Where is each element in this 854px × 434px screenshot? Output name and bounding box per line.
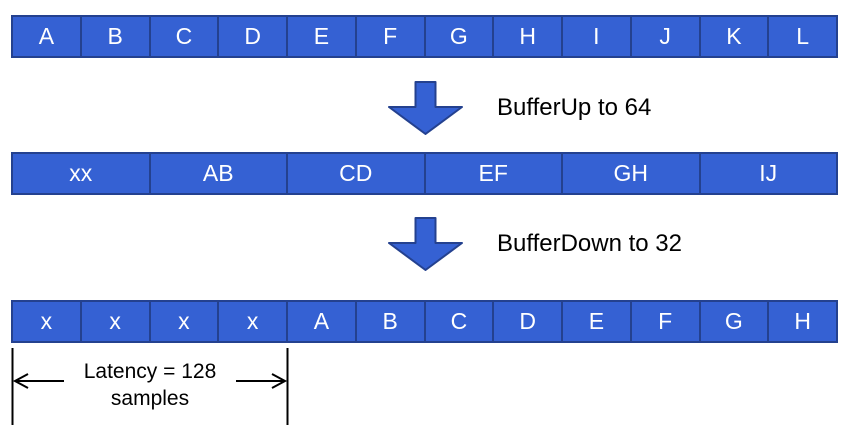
buffer-cell: CD bbox=[288, 152, 426, 195]
buffer-cell: x bbox=[81, 300, 151, 343]
buffer-row-input: A B C D E F G H I J K L bbox=[11, 15, 838, 58]
buffer-row-down32: x x x x A B C D E F G H bbox=[11, 300, 838, 343]
buffer-cell: D bbox=[494, 300, 563, 343]
buffer-cell: L bbox=[769, 15, 838, 58]
down-arrow-icon bbox=[388, 81, 463, 135]
buffer-cell: K bbox=[700, 15, 770, 58]
buffer-cell: xx bbox=[11, 152, 151, 195]
buffer-cell: A bbox=[288, 300, 357, 343]
latency-measure-lines bbox=[11, 348, 289, 425]
buffer-cell: H bbox=[769, 300, 838, 343]
buffer-cell: D bbox=[219, 15, 288, 58]
bufferup-label: BufferUp to 64 bbox=[497, 94, 652, 121]
buffer-cell: x bbox=[150, 300, 220, 343]
buffer-cell: F bbox=[356, 15, 426, 58]
buffer-cell: G bbox=[425, 15, 495, 58]
down-arrow-icon bbox=[388, 217, 463, 271]
buffer-cell: E bbox=[288, 15, 357, 58]
latency-label-line1: Latency = 128 bbox=[83, 360, 217, 383]
buffer-cell: AB bbox=[150, 152, 288, 195]
buffer-cell: G bbox=[700, 300, 770, 343]
buffer-cell: H bbox=[494, 15, 563, 58]
buffer-cell: B bbox=[81, 15, 151, 58]
buffer-cell: x bbox=[219, 300, 288, 343]
bufferdown-label: BufferDown to 32 bbox=[497, 230, 683, 257]
latency-label-line2: samples bbox=[110, 387, 190, 410]
buffer-cell: GH bbox=[563, 152, 701, 195]
buffer-cell: C bbox=[150, 15, 220, 58]
latency-label: Latency = 128 samples bbox=[45, 358, 255, 412]
buffer-cell: B bbox=[356, 300, 426, 343]
buffer-cell: F bbox=[631, 300, 701, 343]
buffer-cell: I bbox=[563, 15, 632, 58]
buffer-cell: EF bbox=[425, 152, 563, 195]
buffer-cell: IJ bbox=[700, 152, 838, 195]
buffer-cell: x bbox=[11, 300, 82, 343]
buffer-cell: J bbox=[631, 15, 701, 58]
buffer-cell: E bbox=[563, 300, 632, 343]
buffer-row-up64: xx AB CD EF GH IJ bbox=[11, 152, 838, 195]
buffer-cell: C bbox=[425, 300, 495, 343]
buffer-cell: A bbox=[11, 15, 82, 58]
